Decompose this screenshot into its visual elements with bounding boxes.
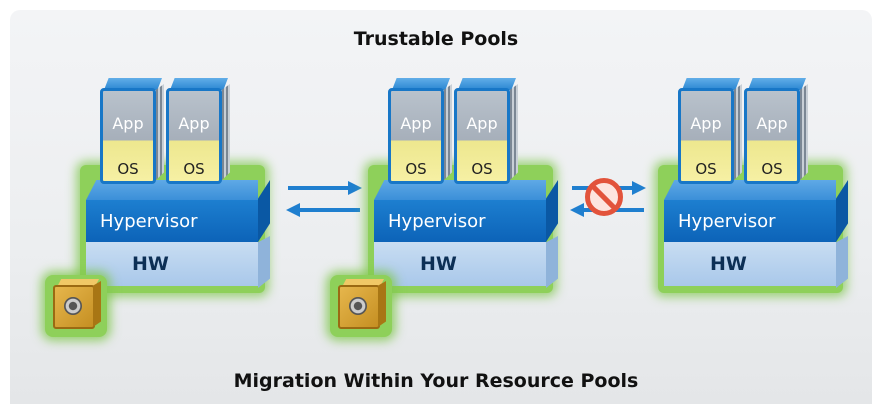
- vm-lid: [748, 78, 806, 90]
- server-node-1: VM1a VM2a Hypervisor HW App OS App OS: [70, 0, 270, 293]
- vm-frame: [678, 88, 734, 184]
- safe-icon: [330, 275, 392, 337]
- hypervisor-side: [836, 180, 848, 242]
- vm-lid: [104, 78, 162, 90]
- migration-arrows-icon: [286, 181, 362, 217]
- os-label: OS: [405, 160, 427, 178]
- vm-edge: [734, 84, 742, 180]
- hypervisor-top: [374, 180, 546, 200]
- hardware-layer: HW: [86, 242, 258, 286]
- vm-frame: [100, 88, 156, 184]
- hypervisor-top: [86, 180, 258, 200]
- safe-icon: [45, 275, 107, 337]
- vm-edge: [800, 84, 808, 180]
- server-node-2: VM1b VM2b Hypervisor HW App OS App OS: [358, 0, 558, 293]
- hardware-layer: HW: [664, 242, 836, 286]
- hypervisor-layer: Hypervisor: [664, 200, 836, 242]
- app-label: App: [466, 114, 498, 133]
- os-label: OS: [761, 160, 783, 178]
- vm-frame: [388, 88, 444, 184]
- virtual-machine: App OS: [744, 78, 808, 188]
- server-node-3: VM3a VM3b Hypervisor HW App OS App OS: [648, 0, 848, 293]
- hypervisor-top: [664, 180, 836, 200]
- virtual-machine: App OS: [678, 78, 742, 188]
- prohibited-icon: [585, 178, 623, 216]
- vm-frame: [454, 88, 510, 184]
- hypervisor-layer: Hypervisor: [374, 200, 546, 242]
- safe-side: [378, 281, 386, 327]
- vm-lid: [392, 78, 450, 90]
- app-label: App: [400, 114, 432, 133]
- safe-dial: [64, 297, 82, 315]
- vm-edge: [156, 84, 164, 180]
- app-label: App: [112, 114, 144, 133]
- safe-side: [93, 281, 101, 327]
- app-label: App: [690, 114, 722, 133]
- virtual-machine: App OS: [454, 78, 518, 188]
- hypervisor-side: [546, 180, 558, 242]
- diagram-title: Trustable Pools: [353, 28, 519, 50]
- vm-frame: [166, 88, 222, 184]
- virtual-machine: App OS: [100, 78, 164, 188]
- diagram-footer: Migration Within Your Resource Pools: [233, 370, 639, 392]
- hardware-side: [836, 236, 848, 288]
- hardware-side: [546, 236, 558, 288]
- vm-edge: [444, 84, 452, 180]
- os-label: OS: [471, 160, 493, 178]
- virtual-machine: App OS: [166, 78, 230, 188]
- safe-top: [342, 279, 384, 287]
- hypervisor-side: [258, 180, 270, 242]
- virtual-machine: App OS: [388, 78, 452, 188]
- vm-edge: [510, 84, 518, 180]
- safe-body: [53, 285, 95, 329]
- vm-frame: [744, 88, 800, 184]
- vm-lid: [682, 78, 740, 90]
- os-label: OS: [117, 160, 139, 178]
- safe-top: [57, 279, 99, 287]
- app-label: App: [756, 114, 788, 133]
- vm-lid: [170, 78, 228, 90]
- app-label: App: [178, 114, 210, 133]
- vm-lid: [458, 78, 516, 90]
- hardware-layer: HW: [374, 242, 546, 286]
- safe-dial: [349, 297, 367, 315]
- vm-edge: [222, 84, 230, 180]
- os-label: OS: [695, 160, 717, 178]
- os-label: OS: [183, 160, 205, 178]
- hypervisor-layer: Hypervisor: [86, 200, 258, 242]
- hardware-side: [258, 236, 270, 288]
